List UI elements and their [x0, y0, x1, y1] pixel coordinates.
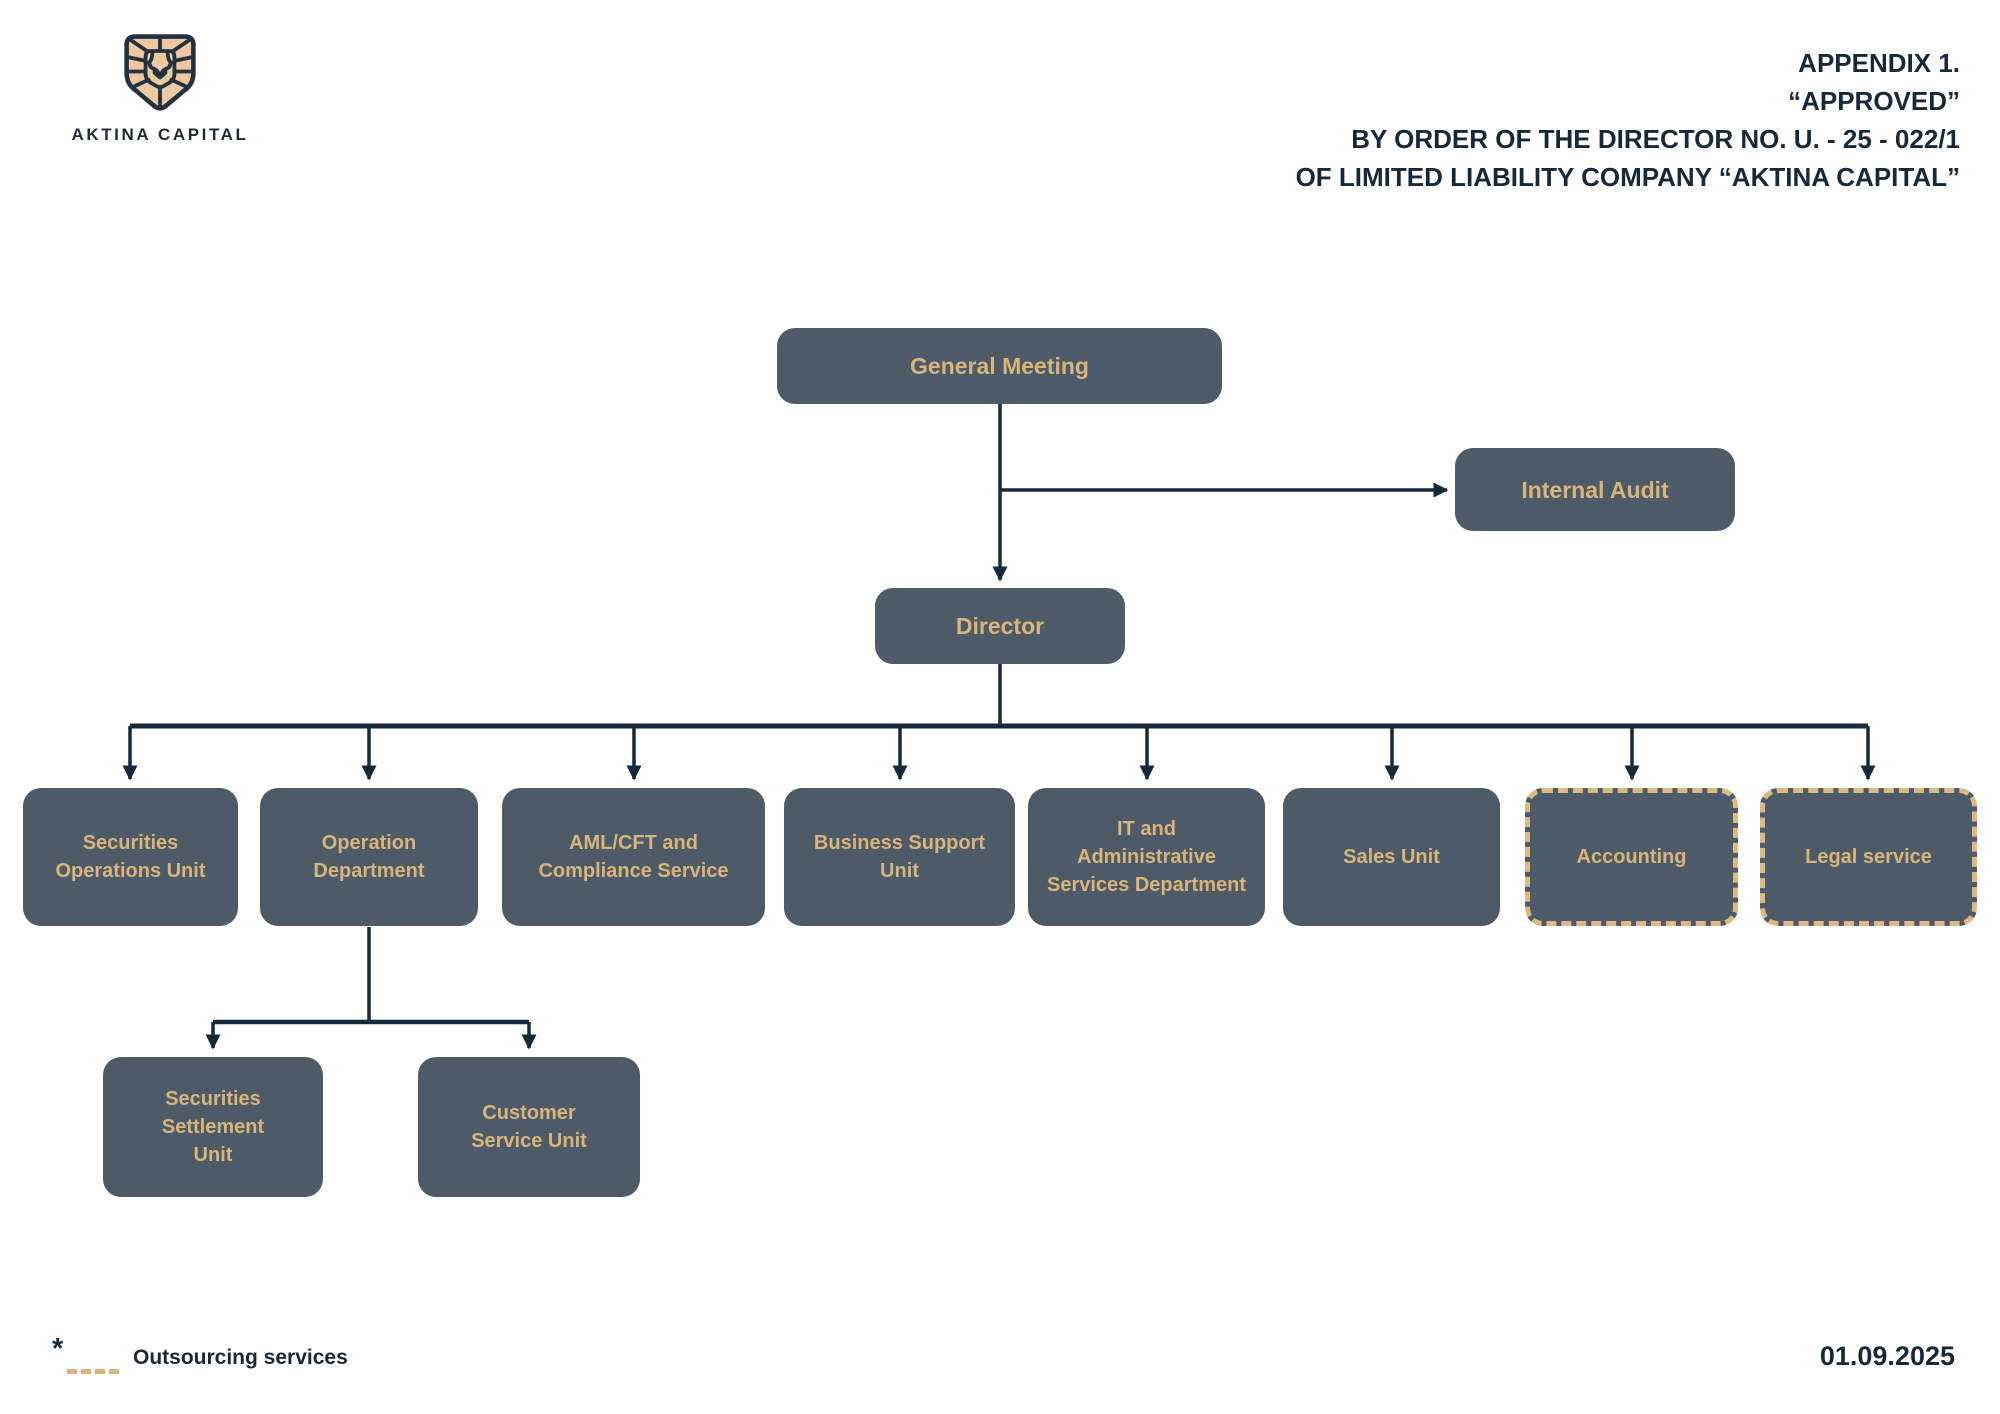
brand-logo: AKTINA CAPITAL	[60, 32, 260, 145]
node-accounting-label: Accounting	[1576, 846, 1687, 868]
node-operation-department-label: Operation Department	[313, 832, 425, 882]
node-accounting: Accounting	[1525, 788, 1738, 926]
legend-dashed-line	[67, 1369, 119, 1374]
node-customer-service-unit-label: Customer Service Unit	[471, 1102, 587, 1152]
brand-name: AKTINA CAPITAL	[71, 125, 249, 144]
node-securities-settlement-unit-label: Securities Settlement Unit	[161, 1088, 265, 1166]
lion-shield-icon	[124, 34, 196, 111]
node-aml-cft-compliance-service: AML/CFT and Compliance Service	[502, 788, 765, 926]
node-aml-cft-compliance-service-label: AML/CFT and Compliance Service	[538, 832, 729, 882]
node-director: Director	[875, 588, 1125, 664]
node-securities-operations-unit-label: Securities Operations Unit	[55, 832, 206, 882]
node-sales-unit: Sales Unit	[1283, 788, 1500, 926]
node-it-admin-services-department: IT and Administrative Services Departmen…	[1028, 788, 1265, 926]
node-legal-service-label: Legal service	[1805, 846, 1932, 868]
approval-line: BY ORDER OF THE DIRECTOR NO. U. - 25 - 0…	[1351, 124, 1960, 154]
document-date: 01.09.2025	[1819, 1341, 1955, 1371]
node-securities-settlement-unit: Securities Settlement Unit	[103, 1057, 323, 1197]
approval-line: “APPROVED”	[1788, 86, 1960, 116]
node-business-support-unit-label: Business Support Unit	[813, 832, 986, 882]
node-sales-unit-label: Sales Unit	[1343, 846, 1440, 868]
legend-asterisk: *	[52, 1333, 64, 1365]
node-operation-department: Operation Department	[260, 788, 478, 926]
approval-header: APPENDIX 1. “APPROVED” BY ORDER OF THE D…	[860, 44, 1960, 196]
node-legal-service: Legal service	[1760, 788, 1977, 926]
node-general-meeting: General Meeting	[777, 328, 1222, 404]
node-internal-audit: Internal Audit	[1455, 448, 1735, 531]
node-internal-audit-label: Internal Audit	[1521, 476, 1669, 503]
approval-line: OF LIMITED LIABILITY COMPANY “AKTINA CAP…	[1295, 162, 1960, 192]
legend-label: Outsourcing services	[133, 1346, 348, 1369]
approval-line: APPENDIX 1.	[1798, 48, 1960, 78]
node-business-support-unit: Business Support Unit	[784, 788, 1015, 926]
node-it-admin-services-department-label: IT and Administrative Services Departmen…	[1047, 818, 1246, 896]
node-general-meeting-label: General Meeting	[910, 353, 1089, 379]
node-customer-service-unit: Customer Service Unit	[418, 1057, 640, 1197]
node-securities-operations-unit: Securities Operations Unit	[23, 788, 238, 926]
node-director-label: Director	[955, 613, 1045, 639]
